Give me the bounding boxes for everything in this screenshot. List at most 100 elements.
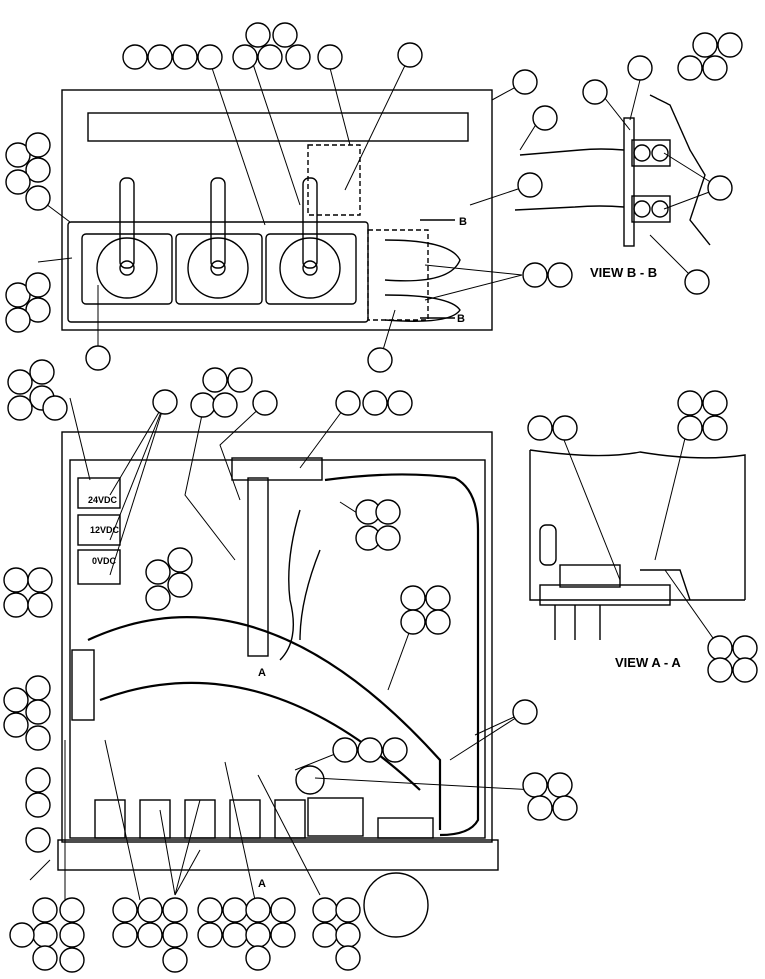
view-b-bracket xyxy=(623,117,635,247)
callout-balloon xyxy=(512,699,538,725)
callout-balloon xyxy=(732,657,758,683)
callout-balloon xyxy=(202,367,228,393)
harness-arc-inner xyxy=(99,681,421,791)
callout-balloon xyxy=(707,635,733,661)
cable-loop-upper xyxy=(384,239,461,282)
callout-balloons xyxy=(3,22,758,973)
callout-balloon xyxy=(425,585,451,611)
top-panel-assembly xyxy=(61,89,493,331)
callout-balloon xyxy=(32,945,58,971)
callout-balloon xyxy=(162,922,188,948)
switch-lever-3 xyxy=(302,177,318,269)
callout-balloon xyxy=(527,415,553,441)
callout-balloon xyxy=(717,32,743,58)
view-b-b-label: VIEW B - B xyxy=(590,265,657,280)
callout-balloon xyxy=(25,699,51,725)
callout-balloon xyxy=(245,22,271,48)
callout-balloon xyxy=(5,307,31,333)
stud-right xyxy=(295,765,325,795)
view-b-cable-lower xyxy=(514,205,625,211)
callout-balloon xyxy=(145,559,171,585)
switch-hub-2 xyxy=(210,260,226,276)
callout-balloon xyxy=(707,657,733,683)
callout-balloon xyxy=(29,359,55,385)
view-b-nut xyxy=(651,144,669,162)
callout-balloon xyxy=(285,44,311,70)
section-b-mark-bottom: B xyxy=(457,313,465,325)
callout-balloon xyxy=(25,767,51,793)
callout-balloon xyxy=(112,897,138,923)
callout-balloon xyxy=(252,390,278,416)
voltage-label-12vdc: 12VDC xyxy=(90,525,120,535)
callout-balloon xyxy=(7,369,33,395)
main-panel-assembly xyxy=(57,431,499,938)
view-a-a-detail xyxy=(529,449,746,640)
callout-balloon xyxy=(312,922,338,948)
callout-balloon xyxy=(112,922,138,948)
fuse-holder xyxy=(377,817,434,839)
view-b-nut xyxy=(633,200,651,218)
callout-balloon xyxy=(532,105,558,131)
bracket-dashed xyxy=(367,229,429,321)
switch-dial-3 xyxy=(279,237,341,299)
callout-balloon xyxy=(702,390,728,416)
callout-balloon xyxy=(25,272,51,298)
callout-balloon xyxy=(357,737,383,763)
callout-balloon xyxy=(122,44,148,70)
callout-balloon xyxy=(197,44,223,70)
callout-balloon xyxy=(3,592,29,618)
callout-balloon xyxy=(335,945,361,971)
callout-balloon xyxy=(25,827,51,853)
callout-balloon xyxy=(227,367,253,393)
voltage-label-24vdc: 24VDC xyxy=(88,495,118,505)
callout-balloon xyxy=(3,712,29,738)
section-b-mark-top: B xyxy=(459,216,467,228)
callout-balloon xyxy=(335,897,361,923)
callout-balloon xyxy=(9,922,35,948)
voltage-block-12 xyxy=(77,514,121,546)
callout-balloon xyxy=(27,592,53,618)
callout-balloon xyxy=(375,525,401,551)
callout-balloon xyxy=(582,79,608,105)
sensor-wire-1 xyxy=(279,509,301,661)
callout-balloon xyxy=(245,945,271,971)
callout-balloon xyxy=(25,132,51,158)
switch-hub-3 xyxy=(302,260,318,276)
callout-balloon xyxy=(222,897,248,923)
fuse-block xyxy=(307,797,364,837)
callout-balloon xyxy=(147,44,173,70)
section-a-mark-top: A xyxy=(258,667,266,679)
callout-balloon xyxy=(270,922,296,948)
switch-dial-1 xyxy=(96,237,158,299)
terminal-strip-left xyxy=(71,649,95,721)
callout-balloon xyxy=(517,172,543,198)
callout-balloon xyxy=(5,169,31,195)
harness-right xyxy=(324,473,480,837)
top-connector-block xyxy=(231,457,323,481)
callout-balloon xyxy=(190,392,216,418)
callout-balloon xyxy=(59,947,85,973)
callout-balloon xyxy=(7,395,33,421)
main-box-inner xyxy=(69,459,486,839)
callout-balloon xyxy=(552,795,578,821)
view-b-nut xyxy=(651,200,669,218)
callout-balloon xyxy=(3,567,29,593)
callout-balloon xyxy=(362,390,388,416)
callout-balloon xyxy=(702,415,728,441)
callout-balloon xyxy=(152,389,178,415)
callout-balloon xyxy=(137,897,163,923)
callout-balloon xyxy=(167,547,193,573)
callout-balloon xyxy=(677,415,703,441)
callout-balloon xyxy=(5,142,31,168)
callout-balloon xyxy=(367,347,393,373)
callout-balloon xyxy=(25,675,51,701)
view-b-break-line xyxy=(649,94,711,246)
voltage-block-24 xyxy=(77,477,121,509)
callout-balloon xyxy=(172,44,198,70)
switch-hub-1 xyxy=(119,260,135,276)
switch-dial-2 xyxy=(187,237,249,299)
view-b-terminal-lower xyxy=(631,195,671,223)
callout-balloon xyxy=(522,262,548,288)
callout-balloon xyxy=(400,609,426,635)
main-box-outline xyxy=(61,431,493,843)
